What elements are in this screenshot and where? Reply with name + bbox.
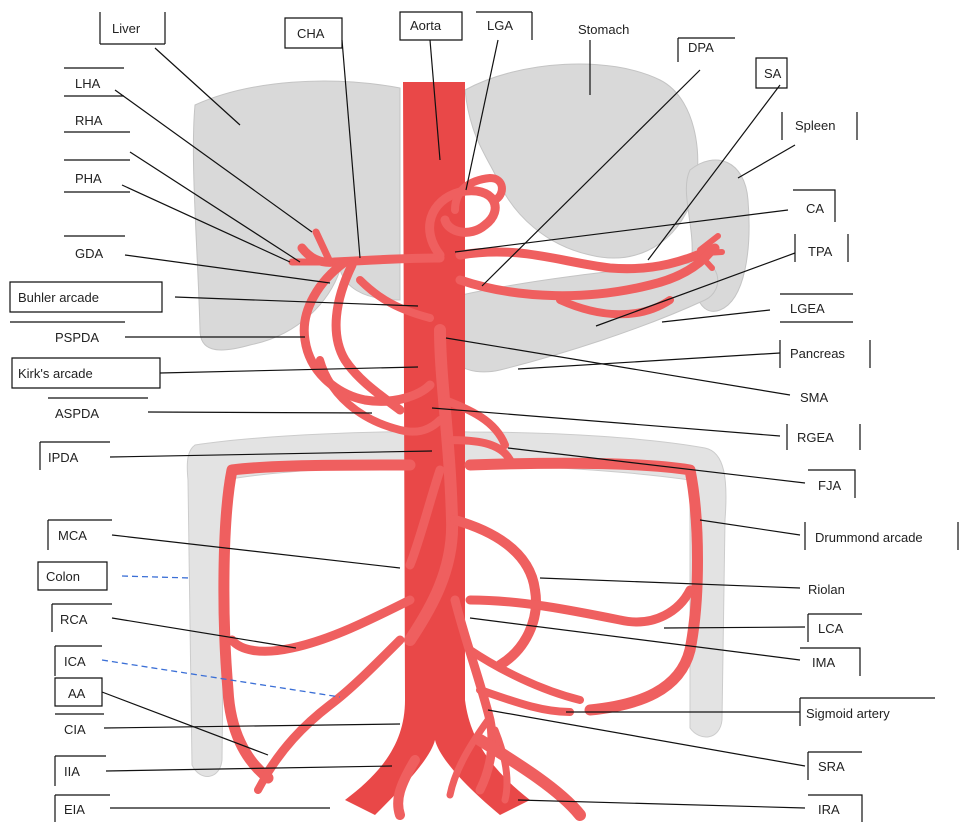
label-rha: RHA [75,113,103,128]
label-lga: LGA [487,18,513,33]
liver-shape [193,81,400,350]
label-lgea: LGEA [790,301,825,316]
label-ima: IMA [812,655,835,670]
label-cia: CIA [64,722,86,737]
label-iia: IIA [64,764,80,779]
organs [187,64,749,777]
label-lca: LCA [818,621,844,636]
label-stomach: Stomach [578,22,629,37]
label-buhler-arcade: Buhler arcade [18,290,99,305]
label-pancreas: Pancreas [790,346,845,361]
label-cha: CHA [297,26,325,41]
label-tpa: TPA [808,244,833,259]
label-pspda: PSPDA [55,330,99,345]
label-ica: ICA [64,654,86,669]
label-spleen: Spleen [795,118,835,133]
label-gda: GDA [75,246,104,261]
stomach-shape [465,64,698,258]
label-drummond-arcade: Drummond arcade [815,530,923,545]
label-lha: LHA [75,76,101,91]
drummond-marginal-arcade [224,465,410,778]
label-sma: SMA [800,390,829,405]
label-ira: IRA [818,802,840,817]
label-kirks-arcade: Kirk's arcade [18,366,93,381]
label-rca: RCA [60,612,88,627]
label-ipda: IPDA [48,450,79,465]
label-mca: MCA [58,528,87,543]
label-ca: CA [806,201,824,216]
lca-branch [470,590,690,622]
label-colon: Colon [46,569,80,584]
label-riolan: Riolan [808,582,845,597]
label-fja: FJA [818,478,841,493]
label-dpa: DPA [688,40,714,55]
label-sigmoid-artery: Sigmoid artery [806,706,890,721]
label-liver: Liver [112,21,141,36]
label-eia: EIA [64,802,85,817]
label-pha: PHA [75,171,102,186]
label-sa: SA [764,66,782,81]
label-rgea: RGEA [797,430,834,445]
rca-branch [232,600,410,651]
label-sra: SRA [818,759,845,774]
label-aspda: ASPDA [55,406,99,421]
labels: Liver CHA Aorta LGA Stomach DPA SA Splee… [18,18,923,817]
label-aorta: Aorta [410,18,442,33]
ica-branch [268,640,400,772]
label-aa: AA [68,686,86,701]
